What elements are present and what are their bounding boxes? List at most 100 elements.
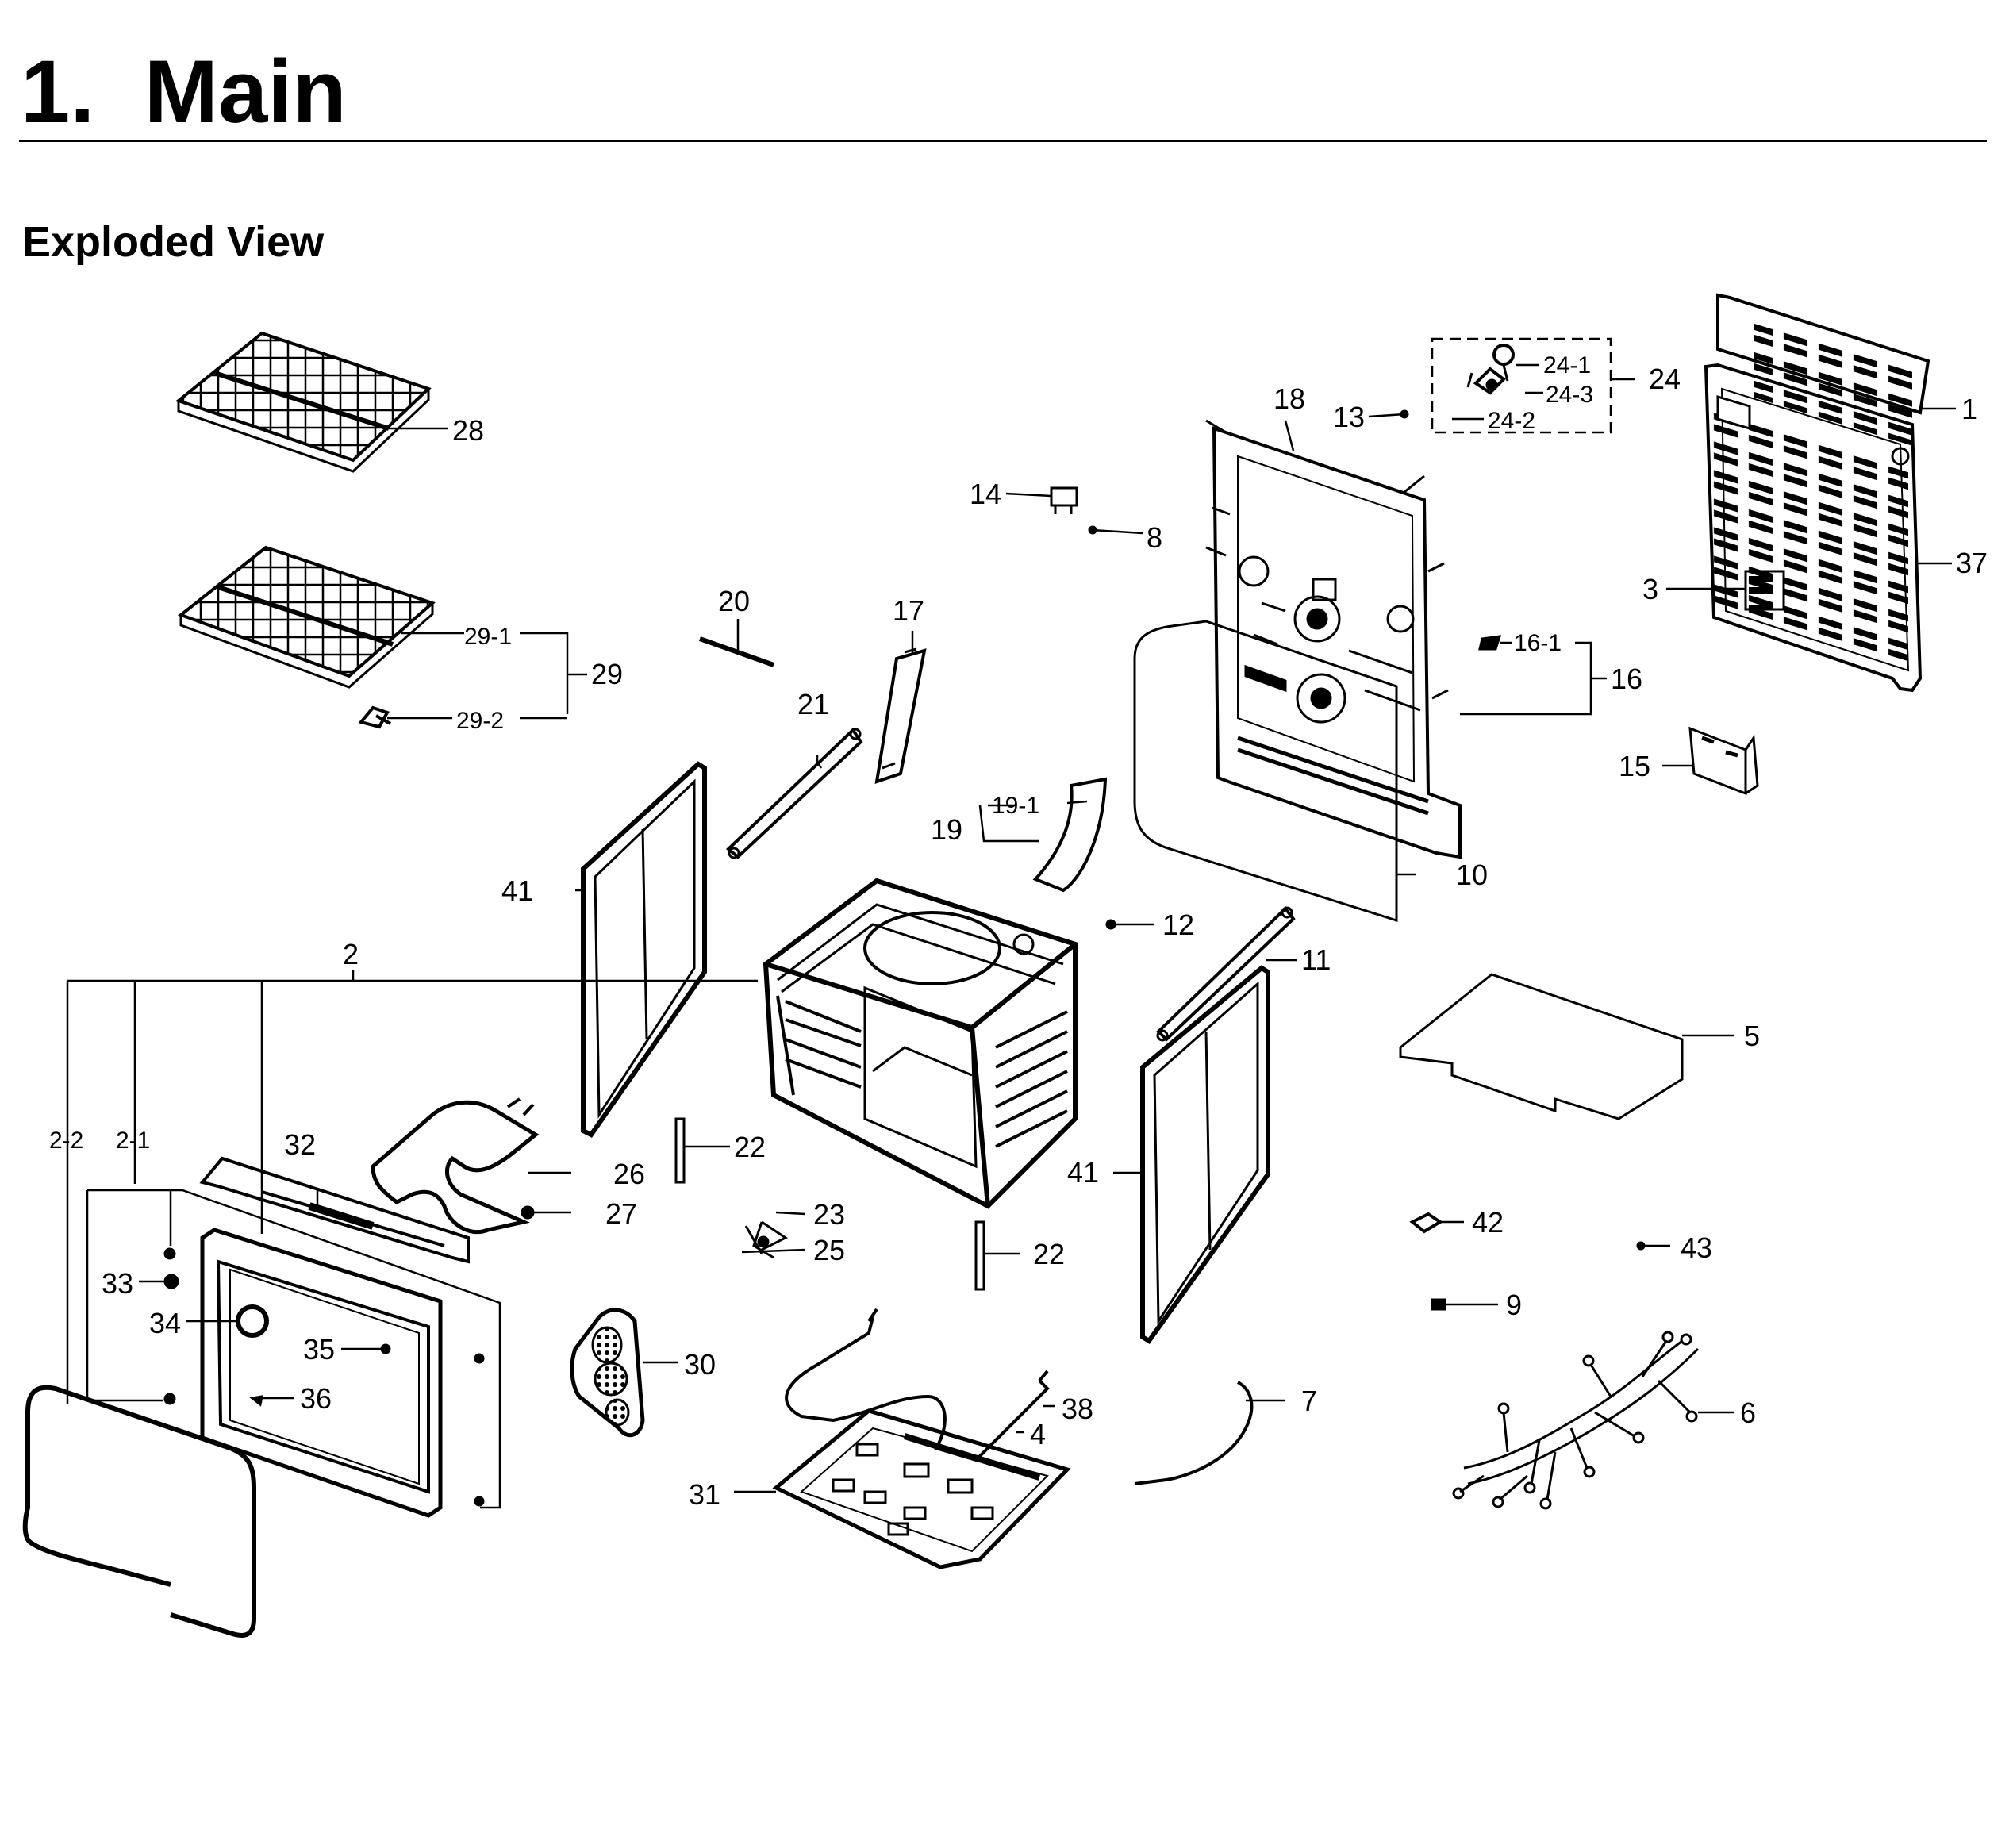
part-5-bottom-cover [1399, 973, 1684, 1120]
callout-12: 12 [1162, 909, 1194, 941]
part-frame-screw-b [474, 1353, 485, 1364]
part-35-screw [380, 1343, 391, 1354]
part-frame-screw-c [474, 1496, 485, 1507]
callout-24: 24 [1649, 363, 1681, 395]
callout-3: 3 [1642, 573, 1658, 605]
page-title: 1. Main [21, 42, 347, 141]
callout-2-2: 2-2 [49, 1128, 83, 1154]
part-42-clip [1409, 1212, 1443, 1234]
callout-28: 28 [452, 414, 484, 447]
part-9-connector [1431, 1298, 1446, 1311]
part-29-1-oven-rack [177, 545, 436, 689]
callout-33: 33 [102, 1267, 133, 1300]
part-28-oven-rack [175, 331, 432, 473]
part-11-rail [1156, 906, 1296, 1042]
callout-35: 35 [303, 1333, 335, 1366]
part-32-vent-slot [308, 1202, 375, 1230]
part-30-convection-cover [570, 1308, 645, 1438]
callout-16-1: 16-1 [1514, 630, 1562, 656]
part-22-rack-slide-lower [974, 1220, 985, 1291]
part-2-1-screw-a [163, 1393, 176, 1405]
callout-41-right: 41 [1067, 1156, 1099, 1189]
callout-24-3: 24-3 [1546, 382, 1593, 408]
callout-16: 16 [1611, 663, 1642, 695]
callout-17: 17 [893, 594, 924, 627]
part-2-front-frame [200, 1228, 443, 1518]
part-33-lamp-top [163, 1247, 176, 1260]
leader-lines [66, 337, 1956, 1509]
callout-36: 36 [300, 1382, 332, 1415]
callout-13: 13 [1333, 401, 1365, 433]
callout-43: 43 [1681, 1231, 1712, 1264]
callout-22-upper: 22 [734, 1131, 766, 1163]
callout-24-1: 24-1 [1543, 352, 1591, 378]
callout-11: 11 [1301, 943, 1331, 976]
callout-23: 23 [813, 1198, 845, 1231]
callout-29-1: 29-1 [464, 624, 512, 650]
part-14-switch [1050, 486, 1078, 514]
callout-19-1: 19-1 [992, 793, 1039, 819]
part-26-bake-element [371, 1097, 540, 1235]
callout-5: 5 [1744, 1020, 1760, 1052]
part-23-convection-fan [744, 1220, 788, 1259]
callout-37: 37 [1956, 547, 1988, 579]
part-31-bottom-tray [772, 1408, 1071, 1569]
part-6-wire-harness [1452, 1331, 1700, 1510]
callout-32: 32 [284, 1128, 316, 1161]
part-36-pin [249, 1395, 263, 1407]
callout-41-left: 41 [501, 874, 533, 907]
callout-labels: 28 29-1 29 29-2 20 17 21 14 8 18 13 24-1… [49, 352, 1988, 1511]
part-33-lamp [163, 1274, 179, 1289]
part-15-control-bracket [1688, 726, 1759, 796]
part-41-left-side-panel [581, 761, 707, 1138]
callout-2-1: 2-1 [116, 1128, 150, 1154]
callout-42: 42 [1472, 1206, 1504, 1239]
callout-27: 27 [605, 1197, 637, 1230]
callout-29: 29 [591, 658, 623, 690]
part-17-duct [874, 647, 927, 784]
callout-26: 26 [613, 1158, 645, 1190]
callout-30: 30 [684, 1348, 716, 1381]
part-20-rod [698, 636, 775, 667]
part-21-rail [725, 727, 863, 859]
callout-20: 20 [718, 585, 750, 617]
part-7-wire [1134, 1381, 1254, 1485]
callout-29-2: 29-2 [456, 708, 504, 734]
part-4-bake-element [785, 1308, 1050, 1462]
part-18-rear-panel [1205, 419, 1462, 859]
part-24-thermostat-group [1466, 344, 1515, 395]
callout-2: 2 [343, 938, 359, 970]
part-16-1-clip [1478, 635, 1502, 651]
part-29-2-rack-clip [358, 705, 391, 729]
callout-7: 7 [1301, 1385, 1317, 1417]
part-10-gasket [1133, 620, 1398, 923]
part-oven-cavity [763, 878, 1078, 1209]
callout-14: 14 [970, 478, 1001, 510]
part-41-right-side-panel [1140, 965, 1270, 1345]
callout-24-2: 24-2 [1488, 408, 1535, 434]
callout-9: 9 [1506, 1289, 1522, 1321]
callout-25: 25 [813, 1234, 845, 1266]
callout-21: 21 [797, 688, 829, 720]
callout-15: 15 [1619, 750, 1650, 782]
part-3-inlet [1744, 570, 1785, 611]
callout-1: 1 [1961, 393, 1977, 425]
part-27-element-bracket [521, 1205, 535, 1220]
callout-38: 38 [1062, 1393, 1093, 1425]
callout-22-lower: 22 [1033, 1238, 1065, 1270]
callout-18: 18 [1273, 382, 1305, 415]
callout-10: 10 [1456, 859, 1488, 891]
callout-19: 19 [931, 813, 962, 846]
callout-8: 8 [1147, 521, 1162, 554]
part-19-1-duct-cover [1032, 777, 1108, 893]
part-22-rack-slide-upper [674, 1117, 686, 1184]
section-subtitle: Exploded View [22, 218, 325, 266]
part-34-knob [236, 1304, 269, 1338]
callout-34: 34 [149, 1307, 181, 1339]
title-rule [19, 140, 1987, 142]
part-2-2-door-gasket [22, 1385, 256, 1638]
callout-6: 6 [1740, 1397, 1756, 1429]
callout-4: 4 [1030, 1418, 1046, 1450]
callout-31: 31 [689, 1478, 720, 1511]
